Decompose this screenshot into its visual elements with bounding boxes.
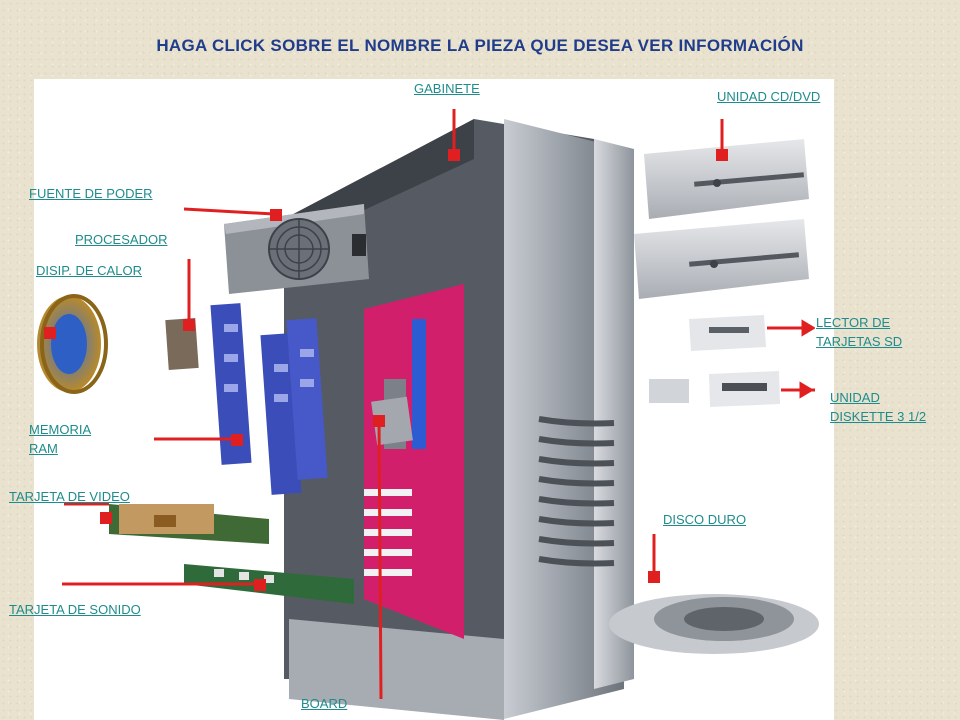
link-board[interactable]: BOARD: [301, 696, 348, 711]
link-memoria-line-1: MEMORIA: [29, 422, 92, 437]
link-memoria-line-2: RAM: [29, 441, 58, 456]
link-lector-line-1: LECTOR DE: [816, 315, 891, 330]
link-disco-duro[interactable]: DISCO DURO: [663, 512, 747, 527]
link-diskette-line-1: UNIDAD: [830, 390, 880, 405]
link-disipador-de-calor[interactable]: DISIP. DE CALOR: [36, 263, 142, 278]
link-diskette-line-2: DISKETTE 3 1/2: [830, 409, 927, 424]
link-lector-line-2: TARJETAS SD: [816, 334, 903, 349]
link-unidad-diskette[interactable]: UNIDAD DISKETTE 3 1/2: [830, 388, 926, 426]
link-tarjeta-de-video[interactable]: TARJETA DE VIDEO: [9, 489, 130, 504]
link-lector-de-tarjetas-sd[interactable]: LECTOR DE TARJETAS SD: [816, 313, 902, 351]
link-tarjeta-de-sonido[interactable]: TARJETA DE SONIDO: [9, 602, 141, 617]
link-fuente-de-poder[interactable]: FUENTE DE PODER: [29, 186, 153, 201]
link-gabinete[interactable]: GABINETE: [414, 81, 480, 96]
link-procesador[interactable]: PROCESADOR: [75, 232, 168, 247]
page-title: HAGA CLICK SOBRE EL NOMBRE LA PIEZA QUE …: [156, 36, 804, 55]
pointer-arrows: [767, 319, 815, 399]
link-memoria-ram[interactable]: MEMORIA RAM: [29, 420, 91, 458]
pc-exploded-illustration: [34, 79, 834, 720]
link-unidad-cd-dvd[interactable]: UNIDAD CD/DVD: [717, 89, 821, 104]
